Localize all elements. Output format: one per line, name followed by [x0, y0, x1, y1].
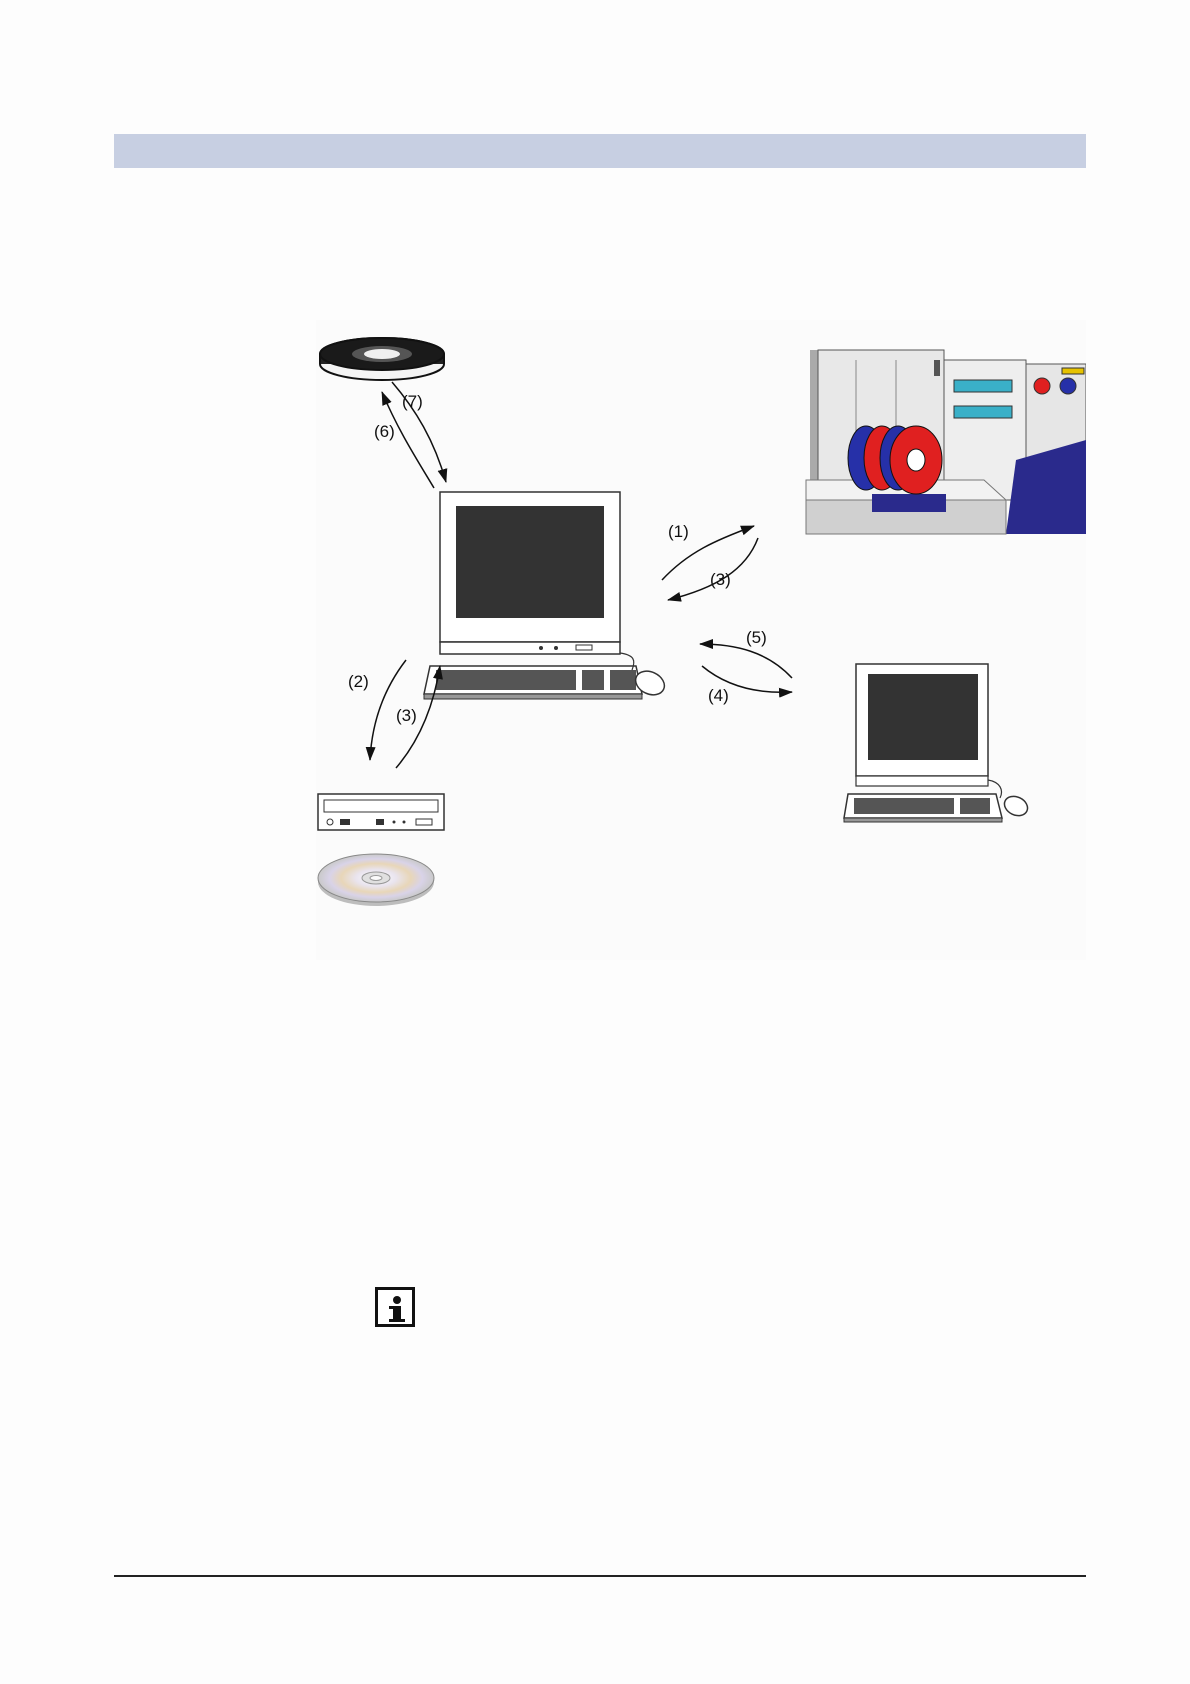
step-label-1: (1) [668, 522, 689, 542]
footer-rule [114, 1575, 1086, 1577]
arrow-step-3a [668, 538, 758, 600]
step-label-2: (2) [348, 672, 369, 692]
section-header-band [114, 134, 1086, 168]
step-label-6: (6) [374, 422, 395, 442]
archive-system-icon [806, 350, 1086, 534]
arrow-step-5 [700, 644, 792, 678]
data-transfer-diagram: (7) (6) (1) (3) (5) (4) (2) (3) [316, 320, 1086, 960]
remote-workstation-icon [844, 664, 1031, 822]
info-icon [375, 1287, 415, 1327]
cd-drive-icon [318, 794, 444, 830]
step-label-7: (7) [402, 392, 423, 412]
step-label-5: (5) [746, 628, 767, 648]
workstation-icon [424, 492, 668, 699]
optical-disk-icon [320, 338, 444, 380]
step-label-3a: (3) [710, 570, 731, 590]
step-label-3b: (3) [396, 706, 417, 726]
step-label-4: (4) [708, 686, 729, 706]
diagram-canvas [316, 320, 1086, 960]
cd-disc-icon [318, 854, 434, 906]
